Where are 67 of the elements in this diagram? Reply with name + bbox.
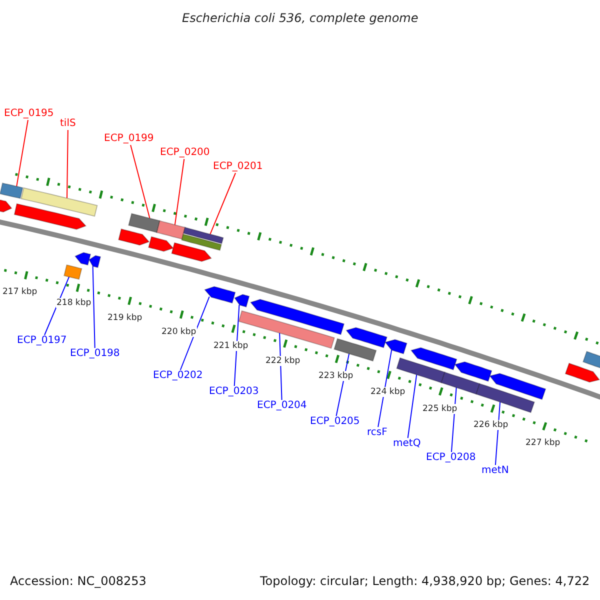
scale-label: 221 kbp (212, 340, 250, 351)
scale-label: 218 kbp (56, 298, 92, 308)
gene-block (148, 236, 174, 252)
gene-block (14, 203, 87, 230)
gene-name: ECP_0204 (257, 401, 307, 411)
gene-bar (582, 350, 600, 371)
scale-label: 219 kbp (106, 312, 144, 323)
leader-line (130, 144, 150, 219)
gene-block (234, 294, 250, 308)
gene-name: ECP_0195 (4, 109, 54, 119)
gene-block (564, 362, 600, 383)
gene-name: metN (482, 466, 509, 476)
scale-label: 222 kbp (264, 356, 302, 366)
gene-bar (64, 264, 82, 280)
gene-name: ECP_0203 (209, 387, 259, 397)
leader-line (234, 304, 240, 386)
gene-block (118, 228, 150, 246)
gene-bar (181, 234, 222, 251)
gene-name: ECP_0201 (213, 162, 263, 172)
scale-label: 225 kbp (422, 404, 458, 414)
gene-block (74, 252, 92, 266)
gene-block (454, 361, 492, 382)
gene-block (171, 242, 212, 262)
gene-name: ECP_0208 (426, 453, 476, 463)
scale-label: 223 kbp (318, 370, 354, 381)
scale-label: 220 kbp (160, 326, 198, 337)
gene-block (384, 339, 408, 354)
gene-name: rcsF (367, 428, 388, 438)
leader-line (66, 130, 68, 199)
gene-bar (476, 383, 536, 414)
leader-line (92, 266, 96, 348)
gene-name: ECP_0202 (153, 371, 203, 381)
leader-line (407, 374, 418, 438)
gene-name: tilS (60, 119, 76, 129)
scale-label: 226 kbp (472, 420, 510, 430)
gene-block (410, 347, 458, 370)
gene-bar (396, 357, 446, 384)
leader-line (174, 158, 185, 226)
gene-bar (182, 226, 224, 244)
gene-bar (128, 213, 160, 234)
gene-bar (440, 372, 480, 395)
scale-label: 224 kbp (370, 386, 406, 397)
leader-line (378, 350, 392, 428)
gene-name: metQ (393, 439, 421, 449)
scale-label: 217 kbp (2, 286, 38, 297)
leader-line (180, 296, 210, 370)
leader-line (210, 172, 236, 235)
gene-block (250, 298, 345, 336)
gene-block (204, 286, 236, 304)
gene-block (346, 327, 388, 348)
genome-info-label: Accession: NC_008253 (10, 575, 146, 587)
gene-name: ECP_0205 (310, 417, 360, 427)
gene-block (489, 372, 546, 400)
gene-bar (334, 338, 377, 362)
genome-info-label: Topology: circular; Length: 4,938,920 bp; Genes: 4,722 (260, 575, 590, 587)
gene-name: ECP_0199 (104, 134, 154, 144)
gene-bar (0, 182, 24, 199)
gene-name: ECP_0197 (17, 336, 67, 346)
scale-label: 227 kbp (524, 438, 562, 448)
gene-name: ECP_0200 (160, 148, 210, 158)
title: Escherichia coli 536, complete genome (182, 12, 418, 24)
gene-block (0, 199, 12, 213)
gene-name: ECP_0198 (70, 349, 120, 359)
gene-block (88, 255, 102, 268)
leader-line (16, 120, 28, 187)
gene-bar (156, 220, 186, 240)
gene-bar (20, 187, 98, 217)
